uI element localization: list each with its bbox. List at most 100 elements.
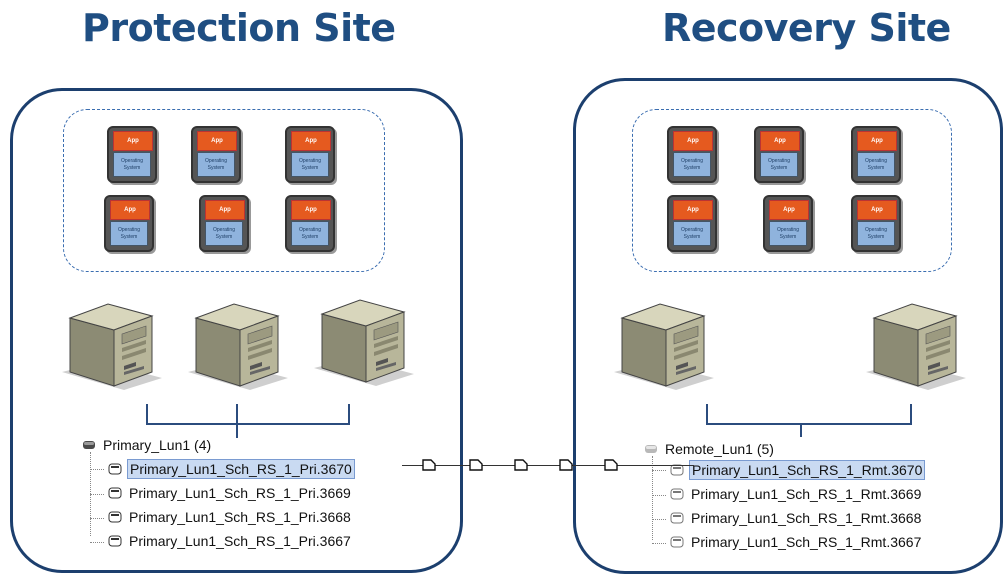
tree-connector (652, 543, 666, 544)
app-label: App (291, 200, 331, 220)
server-bus-line (910, 404, 912, 425)
os-label: Operating System (673, 221, 711, 246)
os-label: Operating System (760, 152, 798, 177)
tree-item[interactable]: Primary_Lun1_Sch_RS_1_Rmt.3669 (670, 485, 923, 503)
server-bus-line (706, 423, 912, 425)
server-bus-line (706, 404, 708, 425)
app-label: App (857, 200, 897, 220)
os-label: Operating System (769, 221, 807, 246)
app-label: App (769, 200, 809, 220)
tree-item-label: Primary_Lun1_Sch_RS_1_Rmt.3669 (691, 486, 922, 502)
disk-drive-icon (83, 441, 95, 449)
tower-server-icon[interactable] (314, 296, 414, 386)
app-label: App (857, 131, 897, 151)
tree-item-label: Primary_Lun1_Sch_RS_1_Pri.3667 (129, 533, 351, 549)
document-icon (422, 459, 436, 471)
recovery-site-title: Recovery Site (662, 6, 951, 50)
app-label: App (673, 131, 713, 151)
lun-root-label: Primary_Lun1 (4) (103, 437, 212, 453)
disk-drive-icon (108, 535, 122, 547)
tree-item-label: Primary_Lun1_Sch_RS_1_Pri.3668 (129, 509, 351, 525)
document-icon (604, 459, 618, 471)
os-label: Operating System (673, 152, 711, 177)
app-label: App (760, 131, 800, 151)
tree-item[interactable]: Primary_Lun1_Sch_RS_1_Rmt.3670 (670, 460, 926, 480)
os-label: Operating System (291, 221, 329, 246)
tree-connector (652, 470, 666, 471)
disk-drive-icon (645, 445, 657, 453)
recovery-lun-tree: Remote_Lun1 (5) Primary_Lun1_Sch_RS_1_Rm… (644, 440, 974, 560)
tree-item[interactable]: Primary_Lun1_Sch_RS_1_Rmt.3668 (670, 509, 923, 527)
protection-lun-tree: Primary_Lun1 (4) Primary_Lun1_Sch_RS_1_P… (82, 436, 402, 556)
recovery-vm-group (632, 109, 952, 272)
tree-item-label: Primary_Lun1_Sch_RS_1_Pri.3669 (129, 485, 351, 501)
tree-root[interactable]: Remote_Lun1 (5) (644, 440, 776, 458)
app-label: App (197, 131, 237, 151)
tower-server-icon[interactable] (614, 300, 714, 390)
app-label: App (110, 200, 150, 220)
disk-drive-icon (670, 536, 684, 548)
app-label: App (291, 131, 331, 151)
os-label: Operating System (113, 152, 151, 177)
server-bus-line (800, 425, 802, 437)
app-label: App (205, 200, 245, 220)
tree-item[interactable]: Primary_Lun1_Sch_RS_1_Pri.3670 (108, 459, 355, 479)
disk-drive-icon (670, 512, 684, 524)
tree-root[interactable]: Primary_Lun1 (4) (82, 436, 213, 454)
server-bus-line (236, 425, 238, 438)
os-label: Operating System (857, 152, 895, 177)
app-label: App (113, 131, 153, 151)
tree-item[interactable]: Primary_Lun1_Sch_RS_1_Rmt.3667 (670, 533, 923, 551)
tree-item[interactable]: Primary_Lun1_Sch_RS_1_Pri.3669 (108, 484, 353, 502)
server-bus-line (146, 423, 350, 425)
tree-connector (652, 495, 666, 496)
tower-server-icon[interactable] (866, 300, 966, 390)
lun-root-label: Remote_Lun1 (5) (665, 441, 774, 457)
tree-connector (652, 456, 653, 540)
app-label: App (673, 200, 713, 220)
document-icon (469, 459, 483, 471)
tower-server-icon[interactable] (62, 300, 162, 390)
tree-item[interactable]: Primary_Lun1_Sch_RS_1_Pri.3668 (108, 508, 353, 526)
tower-server-icon[interactable] (188, 300, 288, 390)
os-label: Operating System (857, 221, 895, 246)
tree-connector (652, 519, 666, 520)
server-bus-line (236, 404, 238, 425)
document-icon (514, 459, 528, 471)
disk-drive-icon (108, 463, 122, 475)
disk-drive-icon (670, 488, 684, 500)
protection-site-title: Protection Site (82, 6, 396, 50)
replication-link (402, 465, 694, 466)
tree-item-label: Primary_Lun1_Sch_RS_1_Pri.3670 (127, 459, 355, 479)
tree-connector (90, 518, 104, 519)
tree-connector (90, 469, 104, 470)
document-icon (559, 459, 573, 471)
disk-drive-icon (108, 487, 122, 499)
tree-item-label: Primary_Lun1_Sch_RS_1_Rmt.3668 (691, 510, 922, 526)
tree-item-label: Primary_Lun1_Sch_RS_1_Rmt.3670 (689, 460, 926, 480)
os-label: Operating System (205, 221, 243, 246)
os-label: Operating System (197, 152, 235, 177)
protection-vm-group (63, 109, 385, 272)
tree-connector (90, 494, 104, 495)
tree-connector (90, 542, 104, 543)
os-label: Operating System (110, 221, 148, 246)
server-bus-line (146, 404, 148, 425)
tree-item-label: Primary_Lun1_Sch_RS_1_Rmt.3667 (691, 534, 922, 550)
disk-drive-icon (108, 511, 122, 523)
os-label: Operating System (291, 152, 329, 177)
server-bus-line (348, 404, 350, 425)
tree-item[interactable]: Primary_Lun1_Sch_RS_1_Pri.3667 (108, 532, 353, 550)
